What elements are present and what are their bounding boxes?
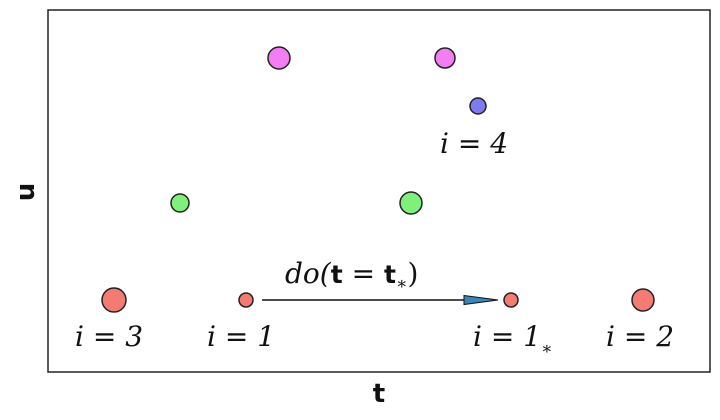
intervention-label: do(t = t∗) — [285, 257, 418, 294]
point-red-i1 — [238, 292, 254, 308]
x-axis-label: t — [373, 379, 385, 409]
point-green-right — [399, 191, 423, 215]
point-red-i3 — [101, 287, 127, 313]
label-i1: i = 1 — [207, 320, 275, 353]
point-blue-i4 — [469, 97, 487, 115]
point-green-left — [170, 193, 190, 213]
label-i3: i = 3 — [75, 320, 143, 353]
label-i2: i = 2 — [606, 320, 674, 353]
y-axis-label: u — [11, 183, 41, 202]
point-magenta-left — [267, 46, 291, 70]
label-i4: i = 4 — [440, 127, 508, 160]
point-magenta-right — [434, 47, 456, 69]
point-red-i2 — [631, 288, 655, 312]
intervention-arrow-head — [463, 294, 499, 306]
point-red-i1star — [503, 292, 519, 308]
label-i1star: i = 1∗ — [473, 320, 553, 359]
plot-frame — [47, 9, 711, 373]
